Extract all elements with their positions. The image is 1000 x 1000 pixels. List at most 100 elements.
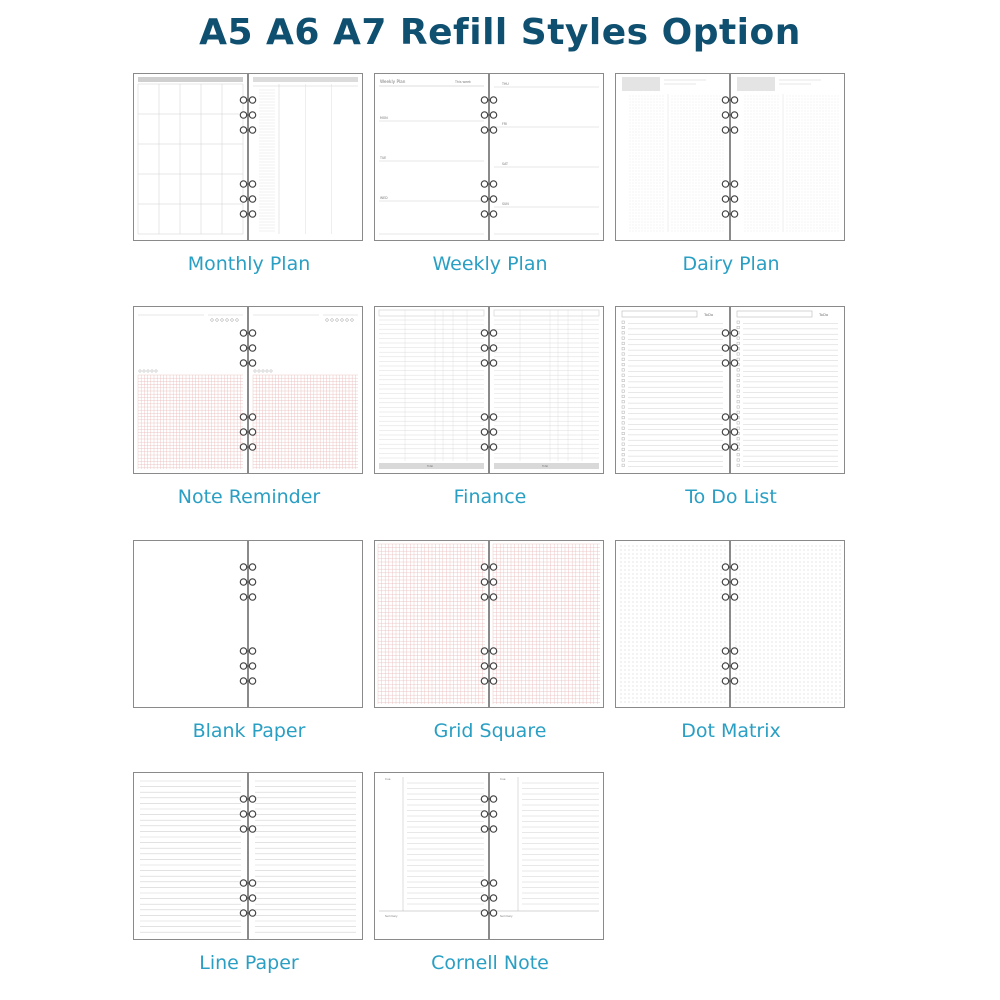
refill-card-blank-paper[interactable]: Blank Paper bbox=[133, 540, 365, 742]
cue-label: Cue bbox=[500, 777, 506, 781]
day-label: FRI bbox=[502, 122, 507, 126]
right-page bbox=[248, 772, 363, 940]
left-page bbox=[133, 772, 248, 940]
right-page bbox=[730, 540, 845, 708]
weekly-plan-heading: Weekly Plan bbox=[380, 79, 406, 84]
left-page: ToDo bbox=[615, 306, 730, 474]
refill-card-finance[interactable]: Total Total Finance bbox=[374, 306, 606, 508]
day-label: THU bbox=[501, 82, 509, 86]
binder-rings-icon bbox=[721, 329, 739, 451]
right-page: Total bbox=[489, 306, 604, 474]
todo-heading: ToDo bbox=[703, 312, 714, 317]
right-page: ToDo bbox=[730, 306, 845, 474]
style-label: Grid Square bbox=[433, 720, 547, 742]
binder-rings-icon bbox=[239, 795, 257, 917]
style-label: Line Paper bbox=[199, 952, 299, 974]
refill-card-dot-matrix[interactable]: Dot Matrix bbox=[615, 540, 847, 742]
cue-label: Cue bbox=[385, 777, 391, 781]
page-pattern: ToDo bbox=[736, 310, 838, 467]
page-pattern: ToDo bbox=[621, 310, 723, 467]
refill-card-dairy-plan[interactable]: Dairy Plan bbox=[615, 73, 847, 275]
binder-rings-icon bbox=[239, 96, 257, 218]
style-label: To Do List bbox=[685, 486, 777, 508]
right-page bbox=[248, 306, 363, 474]
notebook-spread: Total Total bbox=[374, 306, 604, 474]
right-page bbox=[489, 540, 604, 708]
binder-rings-icon bbox=[480, 96, 498, 218]
notebook-spread bbox=[133, 306, 363, 474]
day-label: SAT bbox=[502, 162, 508, 166]
right-page bbox=[730, 73, 845, 241]
style-label: Dot Matrix bbox=[681, 720, 781, 742]
refill-card-monthly-plan[interactable]: Monthly Plan bbox=[133, 73, 365, 275]
summary-label: Summary bbox=[500, 914, 513, 918]
right-page bbox=[248, 540, 363, 708]
day-label: MON bbox=[380, 116, 388, 120]
right-page bbox=[248, 73, 363, 241]
page-pattern bbox=[140, 780, 241, 933]
left-page bbox=[133, 306, 248, 474]
page-pattern bbox=[253, 77, 358, 234]
notebook-spread bbox=[133, 772, 363, 940]
notebook-spread bbox=[615, 540, 845, 708]
style-label: Dairy Plan bbox=[682, 253, 780, 275]
notebook-spread bbox=[133, 540, 363, 708]
total-label: Total bbox=[542, 464, 548, 468]
left-page bbox=[615, 540, 730, 708]
page-pattern: Total bbox=[378, 309, 485, 469]
refill-card-to-do-list[interactable]: ToDo ToDo To Do List bbox=[615, 306, 847, 508]
notebook-spread bbox=[615, 73, 845, 241]
style-label: Blank Paper bbox=[192, 720, 306, 742]
day-label: SUN bbox=[502, 202, 509, 206]
this-week-label: This week bbox=[454, 80, 471, 84]
page-pattern bbox=[620, 545, 726, 703]
notebook-spread: ToDo ToDo bbox=[615, 306, 845, 474]
style-label: Note Reminder bbox=[177, 486, 321, 508]
binder-rings-icon bbox=[239, 329, 257, 451]
page-pattern: THU FRI SAT SUN bbox=[494, 82, 599, 235]
page-title: A5 A6 A7 Refill Styles Option bbox=[199, 12, 801, 53]
page-pattern bbox=[249, 541, 362, 707]
left-page: Total bbox=[374, 306, 489, 474]
todo-heading: ToDo bbox=[818, 312, 829, 317]
style-label: Weekly Plan bbox=[432, 253, 548, 275]
binder-rings-icon bbox=[239, 563, 257, 685]
page-pattern bbox=[737, 77, 839, 232]
binder-rings-icon bbox=[480, 329, 498, 451]
style-label: Monthly Plan bbox=[187, 253, 311, 275]
page-pattern bbox=[252, 314, 358, 469]
binder-rings-icon bbox=[480, 795, 498, 917]
summary-label: Summary bbox=[385, 914, 398, 918]
right-page: THU FRI SAT SUN bbox=[489, 73, 604, 241]
binder-rings-icon bbox=[480, 563, 498, 685]
refill-card-grid-square[interactable]: Grid Square bbox=[374, 540, 606, 742]
style-label: Finance bbox=[453, 486, 527, 508]
day-label: TUE bbox=[379, 156, 386, 160]
refill-card-line-paper[interactable]: Line Paper bbox=[133, 772, 365, 974]
binder-rings-icon bbox=[721, 96, 739, 218]
left-page bbox=[133, 540, 248, 708]
page-pattern bbox=[137, 77, 244, 235]
total-label: Total bbox=[427, 464, 433, 468]
binder-rings-icon bbox=[721, 563, 739, 685]
page-pattern bbox=[255, 780, 356, 933]
left-page bbox=[374, 540, 489, 708]
page-pattern bbox=[735, 545, 841, 703]
style-label: Cornell Note bbox=[431, 952, 549, 974]
page-pattern bbox=[492, 543, 600, 704]
refill-card-note-reminder[interactable]: Note Reminder bbox=[133, 306, 365, 508]
notebook-spread bbox=[133, 73, 363, 241]
page-pattern bbox=[377, 543, 485, 704]
notebook-spread bbox=[374, 540, 604, 708]
left-page bbox=[615, 73, 730, 241]
